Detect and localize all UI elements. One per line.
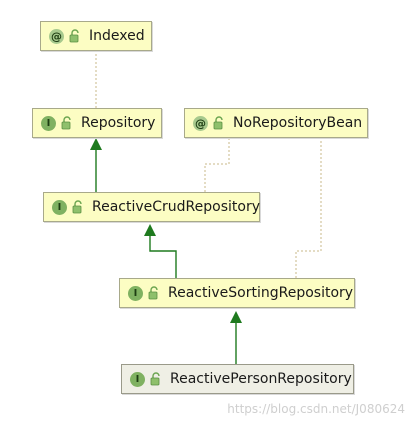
- edge-reactivecrud-norepositorybean: [204, 139, 230, 192]
- annotation-badge-icon: @: [49, 28, 64, 44]
- open-lock-icon: [148, 286, 160, 300]
- edge-reactivesorting-norepositorybean: [295, 139, 322, 278]
- node-label: ReactiveSortingRepository: [168, 285, 354, 301]
- interface-badge-icon: I: [128, 285, 143, 301]
- open-lock-icon: [150, 372, 162, 386]
- arrow-reactivesorting-reactivecrud: [144, 224, 156, 236]
- open-lock-icon: [61, 116, 73, 130]
- node-reactivesortingrepository[interactable]: I ReactiveSortingRepository: [119, 278, 355, 308]
- watermark-text: https://blog.csdn.net/J080624: [227, 402, 405, 416]
- node-label: NoRepositoryBean: [233, 115, 363, 131]
- edge-reactivesorting-reactivecrud: [149, 231, 177, 278]
- interface-badge-icon: I: [130, 371, 145, 387]
- open-lock-icon: [72, 200, 84, 214]
- node-indexed[interactable]: @ Indexed: [40, 21, 152, 51]
- arrow-reactiveperson-reactivesorting: [230, 311, 242, 323]
- node-label: Repository: [81, 115, 156, 131]
- node-norepositorybean[interactable]: @ NoRepositoryBean: [184, 108, 368, 138]
- arrow-reactivecrud-repository: [90, 138, 102, 150]
- open-lock-icon: [213, 116, 225, 130]
- annotation-badge-icon: @: [193, 115, 208, 131]
- node-reactivecrudrepository[interactable]: I ReactiveCrudRepository: [43, 192, 260, 222]
- node-label: Indexed: [89, 28, 145, 44]
- open-lock-icon: [69, 29, 81, 43]
- interface-badge-icon: I: [41, 115, 56, 131]
- node-repository[interactable]: I Repository: [32, 108, 162, 138]
- node-reactivepersonrepository[interactable]: I ReactivePersonRepository: [121, 364, 354, 394]
- node-label: ReactivePersonRepository: [170, 371, 352, 387]
- interface-badge-icon: I: [52, 199, 67, 215]
- node-label: ReactiveCrudRepository: [92, 199, 260, 215]
